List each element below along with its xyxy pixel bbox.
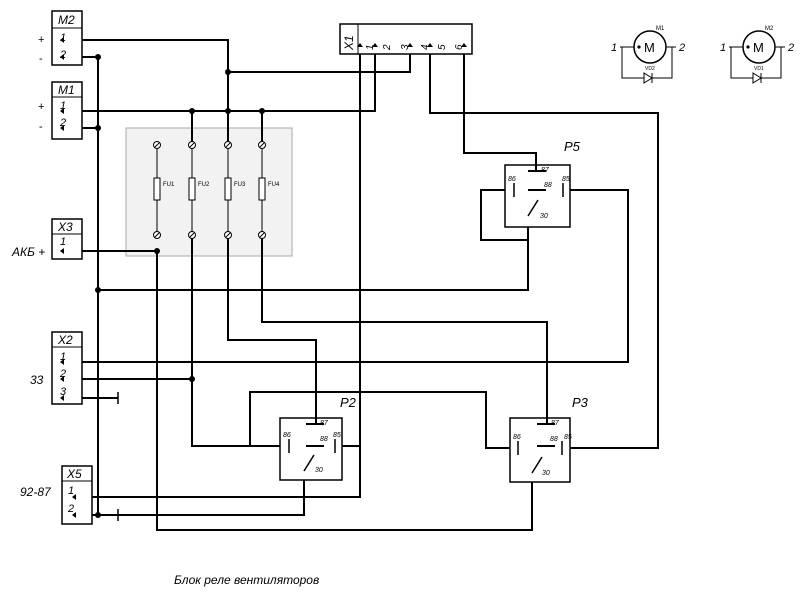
relay-pin-label: 85 [333, 432, 341, 439]
terminal-label: 1 [611, 42, 617, 54]
connector-name: X1 [342, 35, 356, 51]
motor-icon [633, 30, 667, 64]
polarity-label: - [39, 121, 43, 133]
motor-name: M1 [656, 26, 665, 32]
relay-pin-label: 88 [550, 436, 558, 443]
motor-symbol-label: M [644, 40, 655, 55]
pin-label: 1 [68, 485, 74, 497]
relay-pin-label: 88 [320, 436, 328, 443]
pin-label: 1 [60, 100, 66, 112]
connector-name: M1 [58, 83, 75, 97]
pin-label: 4 [420, 44, 431, 50]
relay-pin-label: 30 [540, 213, 548, 220]
relay-name: P3 [572, 395, 589, 410]
pin-label: 2 [67, 503, 74, 515]
pin-label: 2 [382, 44, 393, 51]
motor-m2-symbol: M M2 VD1 1 2 [720, 26, 794, 84]
fuse-label: FU4 [268, 182, 280, 188]
relay-p2: P2 87 86 88 85 30 [279, 395, 357, 481]
relay-pin-label: 30 [542, 470, 550, 477]
relay-p3: P3 87 86 88 85 30 [509, 395, 589, 483]
fuse-label: FU3 [234, 182, 246, 188]
connector-name: X3 [57, 220, 73, 234]
pin-label: 5 [437, 44, 448, 50]
pin-label: 3 [60, 386, 67, 398]
pin-label: 2 [59, 368, 66, 380]
motor-symbol-label: M [753, 40, 764, 55]
polarity-label: + [38, 34, 44, 46]
connector-m1: M1 1 2 + - [38, 81, 83, 140]
relay-pin-label: 87 [541, 167, 550, 174]
relay-pin-label: 86 [283, 432, 291, 439]
connector-name: X2 [57, 333, 73, 347]
pin-label: 1 [365, 44, 376, 50]
fuse-fu4: FU4 [258, 141, 280, 239]
relay-pin-label: 87 [551, 420, 560, 427]
connector-note: АКБ + [11, 245, 45, 259]
motor-name: M2 [765, 26, 774, 32]
connector-x5: X5 1 2 92-87 [20, 465, 93, 525]
connector-note: 33 [30, 373, 44, 387]
pin-label: 1 [60, 236, 66, 248]
fuse-fu3: FU3 [224, 141, 246, 239]
diagram-caption: Блок реле вентиляторов [174, 573, 319, 587]
relay-pin-label: 85 [564, 434, 572, 441]
connector-x1: X1 1 2 3 4 5 6 [339, 23, 473, 55]
relay-name: P5 [564, 139, 581, 154]
relay-p5: P5 87 86 88 85 30 [504, 139, 581, 228]
diode-name: VD2 [645, 66, 655, 72]
relay-pin-label: 86 [508, 176, 516, 183]
connector-name: X5 [66, 467, 82, 481]
fuse-block [125, 127, 293, 257]
motor-icon [742, 30, 776, 64]
fuse-label: FU1 [163, 182, 175, 188]
pin-label: 6 [454, 44, 465, 50]
pin-label: 2 [59, 117, 66, 129]
connector-note: 92-87 [20, 485, 52, 499]
fuse-fu1: FU1 [153, 141, 175, 239]
terminal-label: 2 [787, 42, 794, 54]
terminal-label: 2 [678, 42, 685, 54]
relay-pin-label: 85 [562, 176, 570, 183]
diode-name: VD1 [754, 66, 764, 72]
wires [80, 39, 659, 531]
diode-icon [643, 72, 653, 84]
relay-pin-label: 86 [513, 434, 521, 441]
terminal-label: 1 [720, 42, 726, 54]
pin-label: 3 [400, 44, 411, 50]
connector-x3: X3 1 АКБ + [11, 218, 83, 260]
connector-m2: M2 1 2 + - [38, 10, 83, 66]
pin-label: 1 [60, 351, 66, 363]
fuse-fu2: FU2 [188, 141, 210, 239]
connector-name: M2 [58, 13, 75, 27]
fuse-label: FU2 [198, 182, 210, 188]
junction-dots [95, 54, 265, 518]
relay-pin-label: 88 [544, 182, 552, 189]
connector-x2: X2 1 2 3 33 [30, 331, 83, 405]
relay-pin-label: 87 [320, 420, 329, 427]
motor-m1-symbol: M M1 VD2 1 2 [611, 26, 685, 84]
pin-label: 2 [59, 49, 66, 61]
relay-name: P2 [340, 395, 357, 410]
polarity-label: + [38, 101, 44, 113]
relay-pin-label: 30 [315, 467, 323, 474]
diode-icon [752, 72, 762, 84]
polarity-label: - [39, 53, 43, 65]
